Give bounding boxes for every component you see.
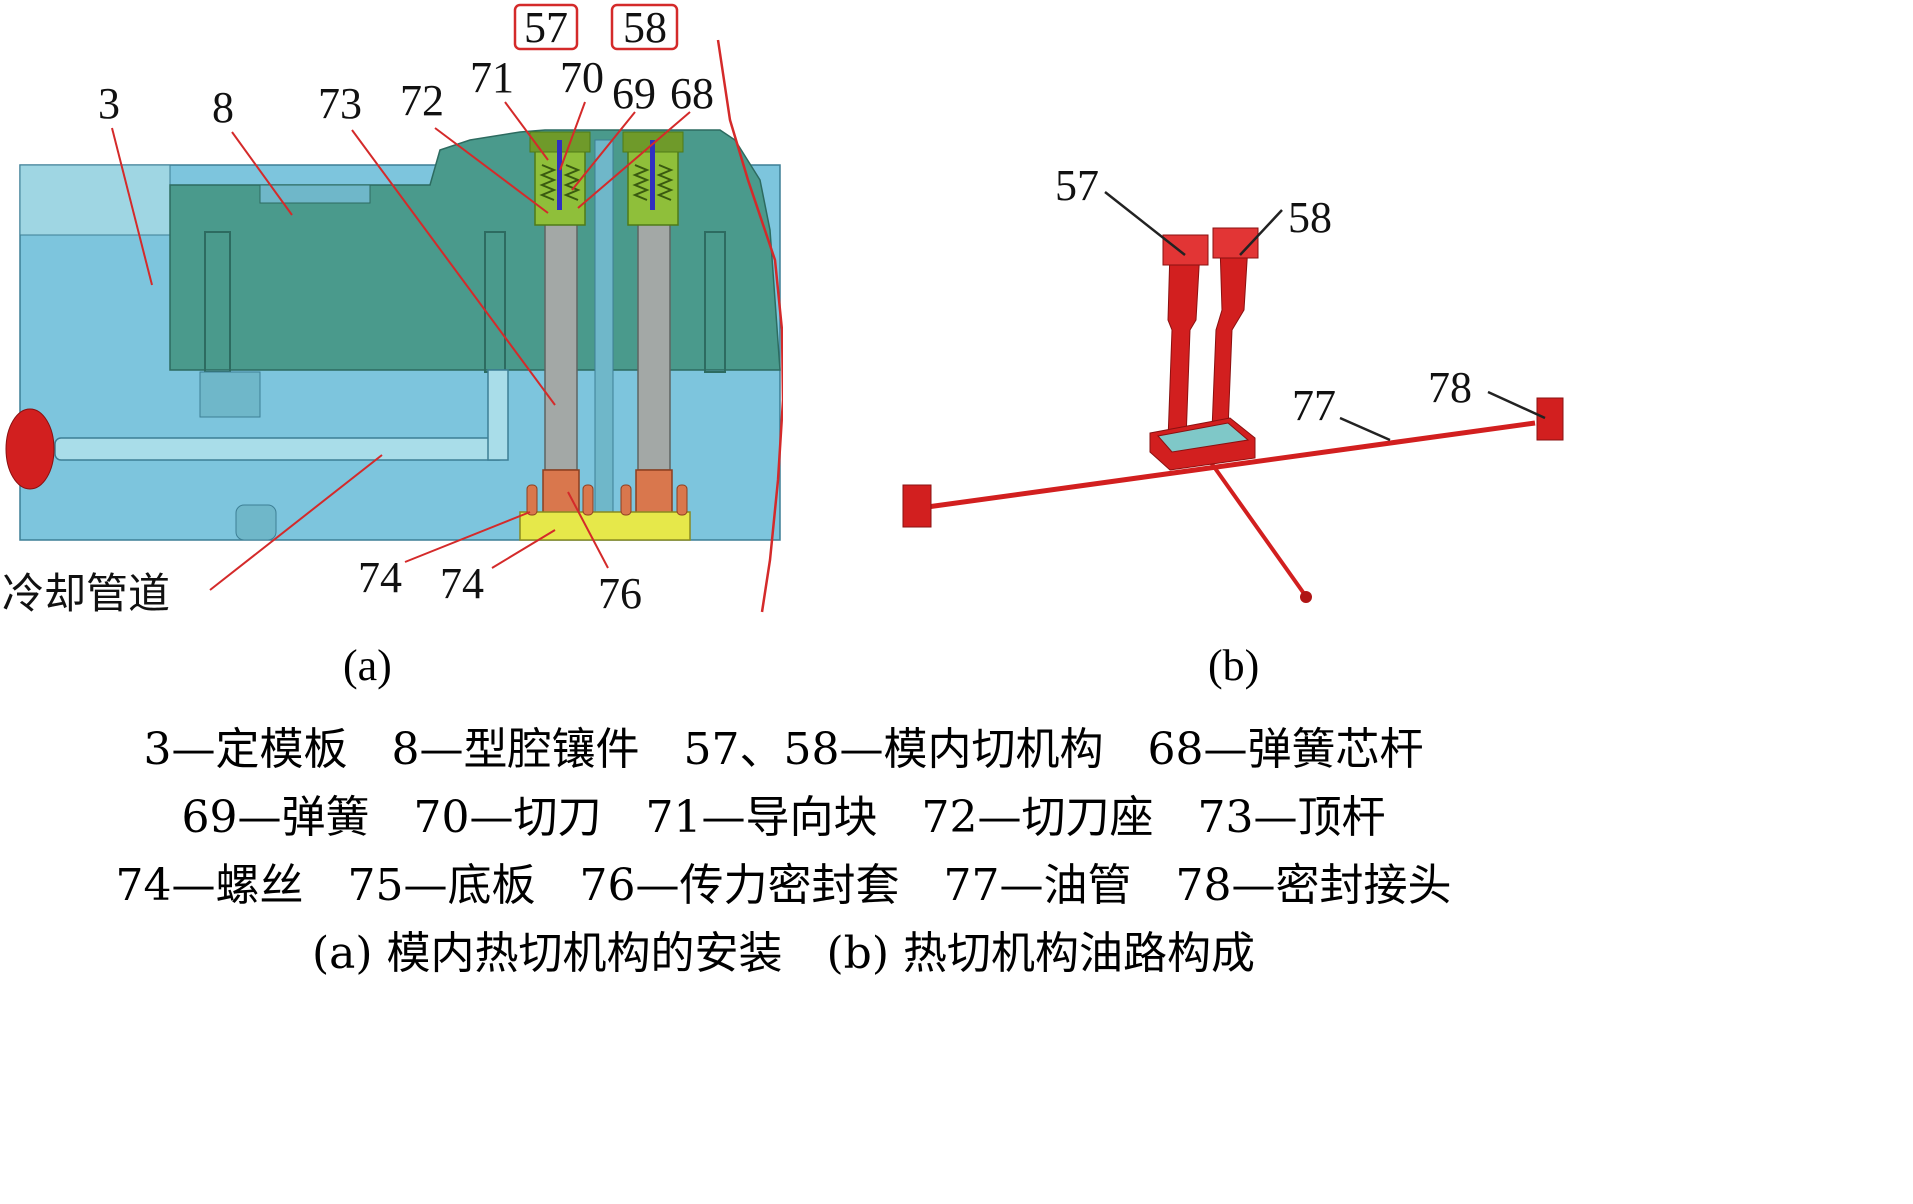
label-73: 73 bbox=[318, 79, 362, 128]
figure-area: 57 58 3 8 73 72 71 70 69 68 74 74 76 冷却管… bbox=[0, 0, 1567, 700]
label-69: 69 bbox=[612, 69, 656, 118]
label-68: 68 bbox=[670, 69, 714, 118]
column-57 bbox=[1167, 249, 1201, 441]
caption-b: (b) bbox=[1208, 641, 1260, 690]
plate-pin bbox=[235, 504, 277, 541]
seal-joint-left bbox=[902, 484, 932, 528]
screws-74 bbox=[526, 484, 688, 516]
label-71: 71 bbox=[470, 53, 514, 102]
base-top bbox=[1157, 422, 1250, 453]
legend-line-3: 74—螺丝 75—底板 76—传力密封套 77—油管 78—密封接头 bbox=[115, 860, 1452, 911]
cooling-pipe-riser bbox=[487, 369, 509, 461]
label-b-77: 77 bbox=[1292, 381, 1336, 430]
legend-line-2: 69—弹簧 70—切刀 71—导向块 72—切刀座 73—顶杆 bbox=[181, 792, 1386, 843]
base-plate-75 bbox=[519, 511, 691, 541]
head-57 bbox=[1162, 234, 1209, 266]
leader-lines-b bbox=[1104, 191, 1546, 442]
label-b-78: 78 bbox=[1428, 363, 1472, 412]
panel-b-drawing bbox=[902, 191, 1564, 603]
panel-a-drawing bbox=[5, 39, 843, 613]
insert-slot bbox=[259, 184, 371, 204]
plate-top-face bbox=[19, 164, 171, 236]
ejector-rod-right bbox=[637, 219, 671, 471]
oil-pipe-branch bbox=[1193, 438, 1307, 597]
ejector-rod-left bbox=[544, 219, 578, 471]
insert-channel-right bbox=[704, 231, 726, 373]
label-72: 72 bbox=[400, 76, 444, 125]
boxed-label-58: 58 bbox=[610, 3, 679, 52]
label-76: 76 bbox=[598, 569, 642, 618]
cooling-fitting bbox=[5, 408, 55, 490]
label-3: 3 bbox=[98, 79, 120, 128]
break-mask bbox=[783, 130, 843, 550]
label-74a: 74 bbox=[358, 553, 402, 602]
svg-text:58: 58 bbox=[623, 3, 667, 52]
oil-pipe-77 bbox=[919, 420, 1536, 511]
caption-a: (a) bbox=[343, 641, 392, 690]
branch-end bbox=[1300, 591, 1312, 603]
cooling-pipe bbox=[54, 437, 506, 461]
label-cooling-pipe: 冷却管道 bbox=[2, 569, 170, 618]
label-b-58: 58 bbox=[1288, 193, 1332, 242]
figure-svg: 57 58 3 8 73 72 71 70 69 68 74 74 76 冷却管… bbox=[2, 3, 1564, 618]
column-58 bbox=[1211, 244, 1249, 431]
svg-text:57: 57 bbox=[524, 3, 568, 52]
boxed-label-57: 57 bbox=[513, 3, 579, 52]
figure-caption: (a) 模内热切机构的安装 (b) 热切机构油路构成 bbox=[311, 928, 1256, 979]
plate-boss bbox=[199, 371, 261, 418]
center-slot bbox=[594, 139, 614, 541]
label-8: 8 bbox=[212, 83, 234, 132]
seal-joint-right bbox=[1536, 397, 1564, 441]
label-70: 70 bbox=[560, 53, 604, 102]
leader-lines-a bbox=[111, 101, 691, 591]
legend-line-1: 3—定模板 8—型腔镶件 57、58—模内切机构 68—弹簧芯杆 bbox=[143, 724, 1424, 775]
label-74b: 74 bbox=[440, 559, 484, 608]
springs bbox=[539, 164, 674, 201]
break-line bbox=[716, 39, 785, 613]
cutter-left bbox=[557, 140, 562, 210]
label-b-57: 57 bbox=[1055, 161, 1099, 210]
seal-sleeve-right bbox=[635, 469, 673, 516]
cutter-right bbox=[650, 140, 655, 210]
seal-sleeve-left bbox=[542, 469, 580, 516]
